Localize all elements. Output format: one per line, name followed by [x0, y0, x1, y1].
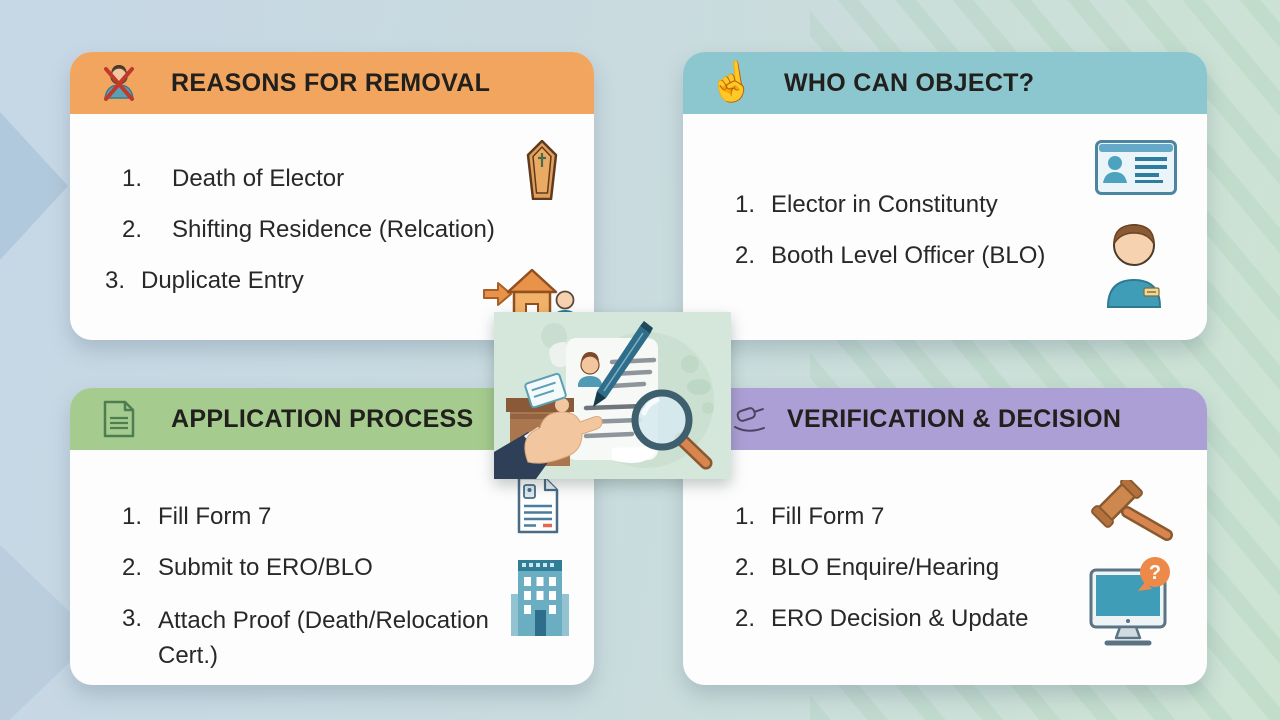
question-mark-glyph: ?: [1149, 562, 1161, 584]
item-text: Attach Proof (Death/Relocation Cert.): [158, 607, 489, 669]
list-item: 1. Fill Form 7: [735, 501, 1207, 532]
gavel-outline-icon: [728, 397, 772, 441]
item-text: Fill Form 7: [771, 503, 885, 530]
list-item: 1. Elector in Constitunty: [735, 189, 1207, 220]
coffin-icon: [525, 139, 559, 205]
item-number: 2.: [735, 242, 756, 269]
card-title: WHO CAN OBJECT?: [784, 68, 1035, 97]
avatar-icon: [578, 352, 602, 387]
card-item-list: 1. Elector in Constitunty 2. Booth Level…: [683, 114, 1207, 271]
card-title: APPLICATION PROCESS: [171, 404, 474, 433]
list-item: 3. Duplicate Entry: [105, 265, 594, 296]
card-item-list: 1. Death of Elector 2. Shifting Residenc…: [70, 114, 594, 296]
item-number: 3.: [122, 605, 143, 632]
card-verification-decision: VERIFICATION & DECISION 1. Fill Form 7 2…: [683, 388, 1207, 685]
gavel-icon: [1089, 476, 1177, 549]
blo-officer-icon: [1098, 218, 1170, 313]
pointing-hand-icon: ☝: [705, 58, 759, 108]
form-document-icon: [515, 474, 561, 541]
card-title: REASONS FOR REMOVAL: [171, 68, 491, 97]
item-number: 2.: [122, 554, 143, 581]
pen-icon: [593, 321, 653, 407]
list-item: 1. Death of Elector: [122, 163, 594, 194]
item-number: 3.: [105, 267, 126, 294]
monitor-question-icon: ?: [1089, 556, 1177, 659]
item-text: Elector in Constitunty: [771, 191, 998, 218]
item-text: Booth Level Officer (BLO): [771, 242, 1046, 269]
list-item: 2. BLO Enquire/Hearing: [735, 552, 1207, 583]
item-text: Shifting Residence (Relcation): [172, 216, 495, 243]
item-number: 1.: [122, 503, 143, 530]
item-number: 2.: [735, 554, 756, 581]
card-header: ☝ WHO CAN OBJECT?: [683, 52, 1207, 114]
magnifier-icon: [631, 389, 713, 470]
list-item: 2. Booth Level Officer (BLO): [735, 240, 1207, 271]
document-icon: [97, 397, 141, 441]
voter-id-card-icon: [1095, 140, 1177, 200]
card-header: VERIFICATION & DECISION: [683, 388, 1207, 450]
item-text: Duplicate Entry: [141, 267, 304, 294]
list-item: 2. Submit to ERO/BLO: [122, 552, 594, 583]
list-item: 3. Attach Proof (Death/Relocation Cert.): [122, 603, 594, 673]
office-building-icon: [511, 560, 569, 641]
list-item: 2. ERO Decision & Update: [735, 603, 1207, 634]
item-text: Submit to ERO/BLO: [158, 554, 373, 581]
card-reasons-for-removal: REASONS FOR REMOVAL 1. Death of Elector …: [70, 52, 594, 340]
item-text: Death of Elector: [172, 165, 345, 192]
list-item: 2. Shifting Residence (Relcation): [122, 214, 594, 245]
note-icon: [524, 372, 567, 409]
removed-person-icon: [97, 61, 141, 105]
card-item-list: 1. Fill Form 7 2. BLO Enquire/Hearing 2.…: [683, 450, 1207, 634]
item-number: 1.: [735, 191, 756, 218]
list-item: 1. Fill Form 7: [122, 501, 594, 532]
card-item-list: 1. Fill Form 7 2. Submit to ERO/BLO 3. A…: [70, 450, 594, 673]
background-chevron-decoration: [0, 112, 68, 260]
item-number: 2.: [122, 216, 143, 243]
card-who-can-object: ☝ WHO CAN OBJECT? 1. Elector in Constitu…: [683, 52, 1207, 340]
hand-icon: [494, 398, 603, 479]
item-number: 2.: [735, 605, 756, 632]
card-header: REASONS FOR REMOVAL: [70, 52, 594, 114]
item-text: Fill Form 7: [158, 503, 272, 530]
item-number: 1.: [122, 165, 143, 192]
center-illustration: [494, 312, 731, 479]
item-text: ERO Decision & Update: [771, 605, 1029, 632]
item-number: 1.: [735, 503, 756, 530]
card-title: VERIFICATION & DECISION: [787, 404, 1122, 433]
item-text: BLO Enquire/Hearing: [771, 554, 1000, 581]
